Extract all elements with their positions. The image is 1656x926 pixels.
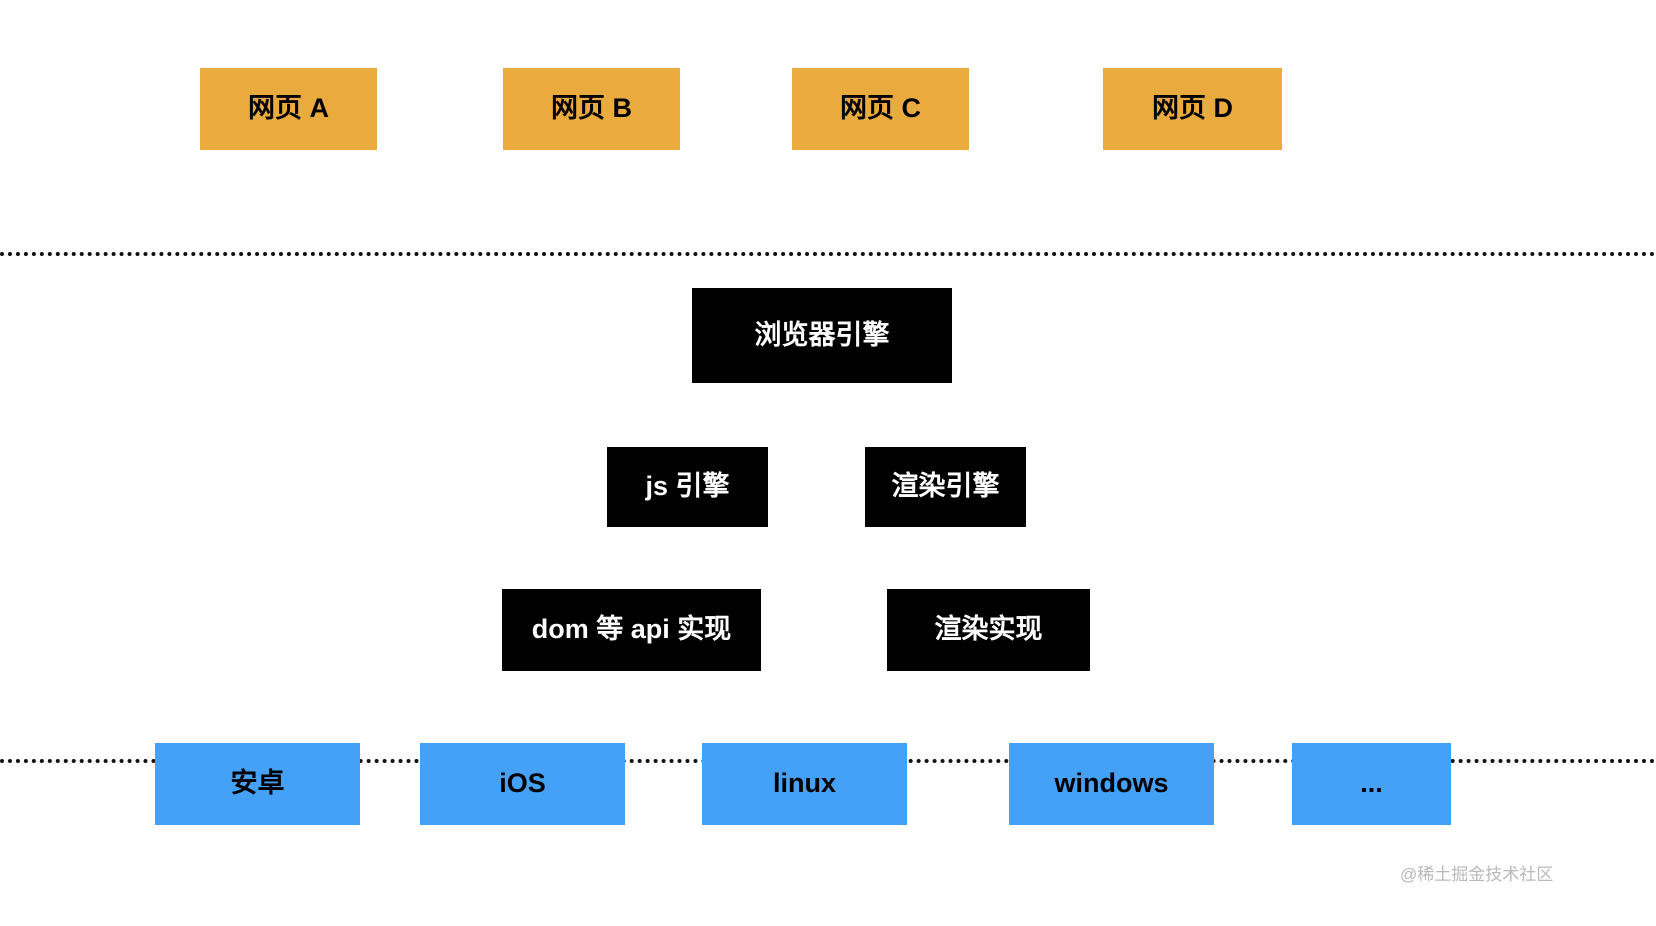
os-label: 安卓 [230,768,285,799]
os-label: iOS [499,768,546,799]
browser-engine-box: 浏览器引擎 [692,288,952,383]
web-page-label: 网页 D [1152,93,1233,124]
render-engine-label: 渲染引擎 [891,471,1000,502]
js-engine-box: js 引擎 [607,447,768,527]
web-page-box: 网页 B [503,68,680,150]
os-box: 安卓 [155,743,360,825]
web-page-label: 网页 B [551,93,632,124]
browser-engine-label: 浏览器引擎 [754,319,890,350]
os-box-more: ... [1292,743,1451,825]
dom-api-impl-box: dom 等 api 实现 [502,589,761,671]
render-engine-box: 渲染引擎 [865,447,1026,527]
web-page-label: 网页 A [248,93,329,124]
os-label: ... [1360,768,1383,799]
os-box: linux [702,743,907,825]
web-page-box: 网页 A [200,68,377,150]
os-box: iOS [420,743,625,825]
os-label: linux [772,768,836,799]
js-engine-label: js 引擎 [645,471,730,502]
divider-web-engine [0,252,1656,256]
dom-api-impl-label: dom 等 api 实现 [531,614,732,645]
render-impl-box: 渲染实现 [887,589,1090,671]
watermark: @稀土掘金技术社区 [1400,865,1554,884]
os-label: windows [1054,768,1169,799]
render-impl-label: 渲染实现 [934,614,1043,645]
web-page-label: 网页 C [840,93,921,124]
web-page-box: 网页 C [792,68,969,150]
os-box: windows [1009,743,1214,825]
web-page-box: 网页 D [1103,68,1282,150]
